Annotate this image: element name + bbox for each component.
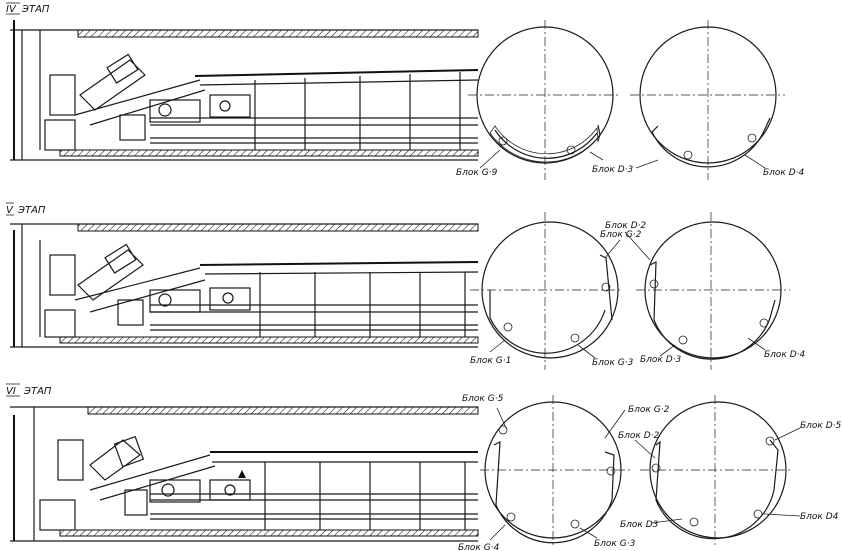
stage-vi-title: VI ЭТАП [6, 383, 52, 397]
bolt-icon [570, 519, 580, 529]
bolt-icon [678, 335, 688, 345]
stage-v: V ЭТАП [6, 202, 806, 370]
stage-vi-section [10, 406, 479, 542]
bolt-icon [747, 133, 757, 143]
label-blok-d4: Блок D·4 [763, 168, 805, 178]
bottom-lining [59, 149, 479, 157]
bolt-icon [566, 145, 576, 155]
stage-v-title: V ЭТАП [6, 202, 46, 216]
stage-v-ring-right [636, 212, 790, 370]
label-blok-d4: Блок D4 [800, 512, 839, 522]
bolt-icon [689, 517, 699, 527]
label-blok-g4: Блок G·4 [458, 543, 500, 551]
label-blok-d3: Блок D3 [620, 520, 659, 530]
stage-v-roman: V [6, 205, 14, 216]
bolt-icon [601, 282, 611, 292]
stage-v-section [10, 223, 479, 348]
bolt-icon [765, 436, 775, 446]
bolt-icon [651, 463, 661, 473]
stage-vi-roman: VI [6, 386, 16, 397]
label-blok-d5: Блок D·5 [800, 421, 842, 431]
bottom-lining [59, 336, 479, 344]
top-lining [87, 406, 479, 415]
label-blok-d2: Блок D·2 [605, 221, 647, 231]
bolt-icon [503, 322, 513, 332]
label-blok-g5: Блок G·5 [462, 394, 504, 404]
label-blok-g9: Блок G·9 [456, 168, 498, 178]
stage-iv-label: ЭТАП [21, 4, 50, 15]
label-blok-d3: Блок D·3 [640, 355, 682, 365]
label-blok-d3: Блок D·3 [592, 165, 634, 175]
stage-iv-roman: IV [6, 4, 17, 15]
bolt-icon [753, 509, 763, 519]
stage-iv-section [10, 20, 479, 161]
top-lining [77, 223, 479, 232]
label-blok-g3: Блок G·3 [594, 539, 636, 549]
label-blok-g2: Блок G·2 [600, 230, 642, 240]
stage-iv-ring-left [468, 20, 620, 180]
stage-v-label: ЭТАП [17, 205, 46, 216]
bolt-icon [759, 318, 769, 328]
stage-iv: IV ЭТАП [6, 2, 805, 180]
stage-iv-title: IV ЭТАП [6, 2, 50, 15]
stage-vi-ring-right [640, 395, 790, 548]
bolt-icon [498, 136, 508, 146]
top-lining [77, 29, 479, 38]
bolt-icon [683, 150, 693, 160]
stage-v-ring-left [470, 212, 620, 370]
label-blok-g1: Блок G·1 [470, 356, 511, 366]
label-blok-d2: Блок D·2 [618, 431, 660, 441]
label-blok-d4: Блок D·4 [764, 350, 806, 360]
stage-vi-label: ЭТАП [23, 386, 52, 397]
stage-vi-ring-left [480, 395, 630, 548]
bolt-icon [649, 279, 659, 289]
label-blok-g2: Блок G·2 [628, 405, 670, 415]
stage-vi: VI ЭТАП [6, 383, 842, 551]
bolt-icon [606, 466, 616, 476]
stage-iv-ring-right [630, 20, 785, 180]
bottom-lining [59, 529, 479, 537]
label-blok-g3: Блок G·3 [592, 358, 634, 368]
bolt-icon [498, 425, 508, 435]
bolt-icon [570, 333, 580, 343]
bolt-icon [506, 512, 516, 522]
